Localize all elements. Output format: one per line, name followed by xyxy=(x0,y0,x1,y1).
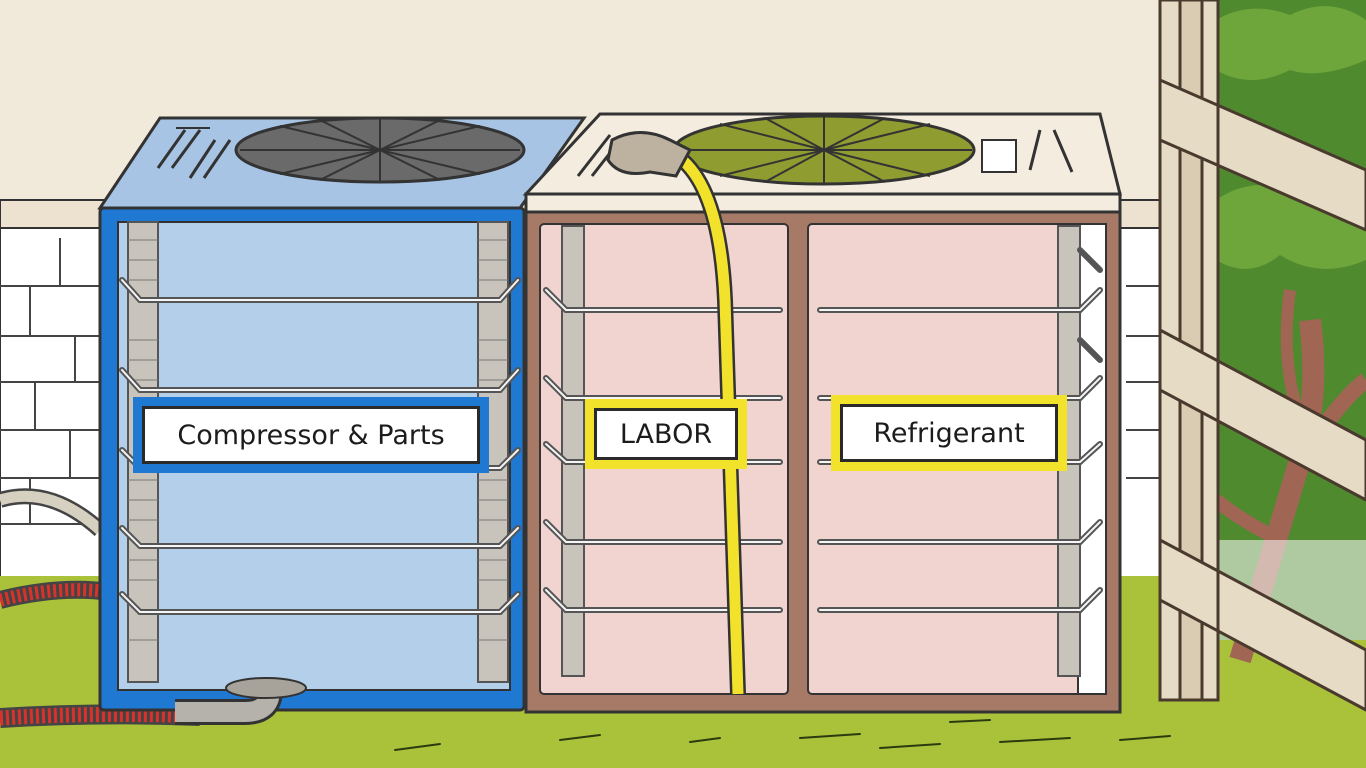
labor-refrigerant-unit xyxy=(522,112,1122,714)
labor-label: LABOR xyxy=(585,399,747,469)
yellow-hose xyxy=(606,131,746,695)
tree xyxy=(1211,0,1366,664)
refrigerant-label: Refrigerant xyxy=(831,395,1067,471)
trellis xyxy=(1158,0,1366,712)
compressor-parts-label: Compressor & Parts xyxy=(133,397,489,473)
